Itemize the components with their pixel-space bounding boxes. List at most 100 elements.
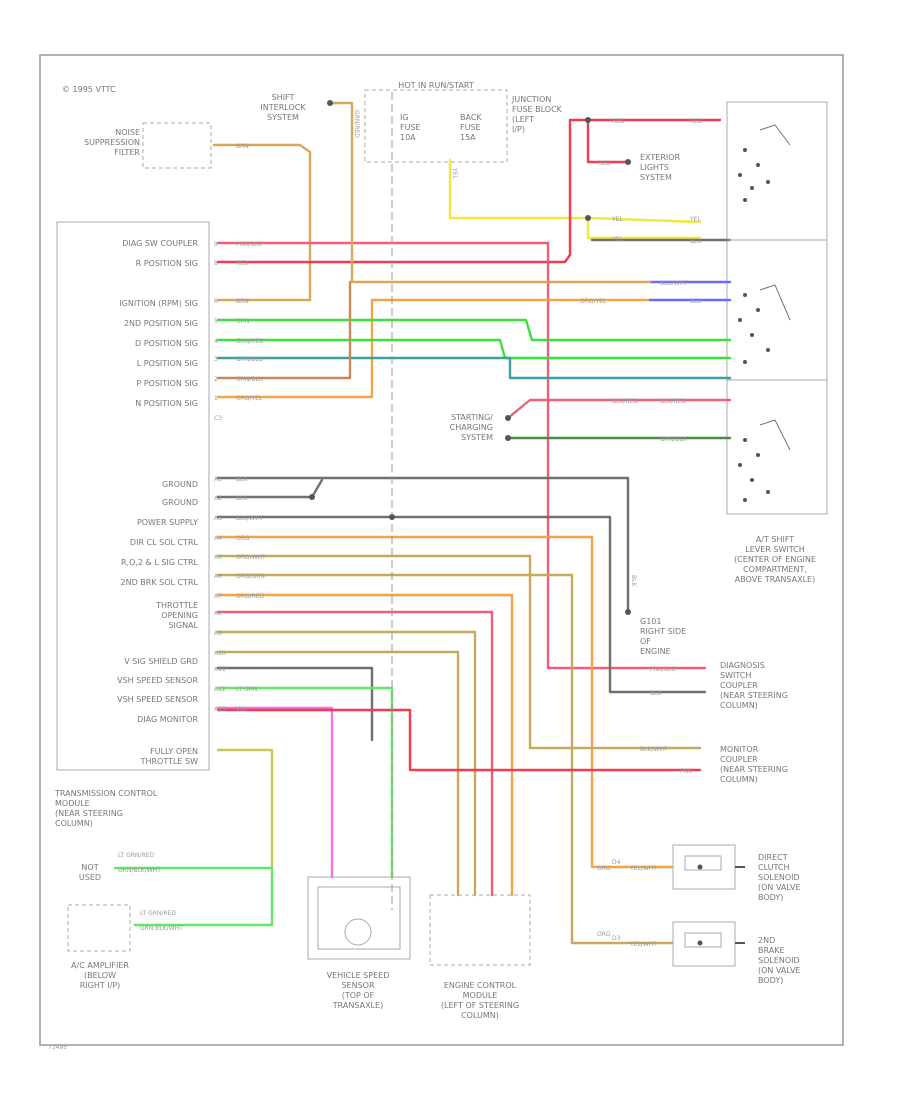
- wl-blk-wht-mon: BLK/WHT: [640, 746, 668, 753]
- copyright-text: © 1995 VTTC: [62, 85, 116, 94]
- shift-switch-box: [726, 101, 828, 515]
- wl-yel-3: YEL: [611, 236, 623, 243]
- wl-org-yel: ORG/YEL: [236, 395, 263, 402]
- vss-box: [307, 876, 411, 960]
- wire-grn-red-d: [216, 338, 732, 360]
- wl-grn: GRN: [236, 318, 249, 325]
- tcm-pin-11: POWER SUPPLY: [137, 518, 198, 527]
- dc-solenoid-box: [672, 844, 736, 890]
- wl-yel-2: YEL: [689, 216, 701, 223]
- wire-thr-1: [216, 593, 514, 897]
- tcm-pin-14: 2ND BRK SOL CTRL: [121, 578, 199, 587]
- pin-tag-p13: A5: [214, 554, 222, 561]
- wl-blk-2: BLK: [236, 495, 248, 502]
- wl-lt-grn-red: LT GRN/RED: [118, 852, 154, 859]
- tcm-pin-1: DIAG SW COUPLER: [122, 239, 198, 248]
- wire-blk-ground-2: [216, 478, 324, 499]
- pin-tag-p14: A6: [214, 573, 222, 580]
- wl-blk-vert: BLK: [630, 575, 637, 587]
- pin-tag-p11: A3: [214, 515, 222, 522]
- tcm-pin-16: V SIG SHIELD GRD: [124, 657, 198, 666]
- wl-yel-vert: YEL: [451, 167, 458, 179]
- wl-pnk-blk: PNK/BLK: [236, 241, 263, 248]
- pin-tag-p8: 1: [214, 395, 218, 402]
- switch-arm-1: [759, 124, 791, 146]
- wl-grn-blu: GRN/BLU: [236, 356, 263, 363]
- tcm-pin-12: DIR CL SOL CTRL: [130, 538, 199, 547]
- wire-thr-2: [216, 610, 494, 897]
- wire-org-dircl: [216, 535, 674, 869]
- wl-brn: BRN: [236, 298, 249, 305]
- wire-fot: [216, 748, 274, 870]
- ac-amplifier-box: [67, 904, 131, 952]
- dc-solenoid-coil-icon: [684, 855, 722, 871]
- wl-lt-grn: LT GRN: [236, 686, 257, 693]
- wl-grn-blk-start: GRN/BLK: [660, 436, 688, 443]
- wl-red-top: RED: [612, 118, 625, 125]
- pin-tag-p17: A9: [214, 630, 222, 637]
- wl-org-dc: ORG: [597, 865, 611, 872]
- node-start-2: [505, 435, 511, 441]
- pin-tag-sol-b: D3: [612, 935, 621, 942]
- vss-sensor-icon: [344, 918, 372, 946]
- node-dc: [697, 864, 703, 870]
- footer-code: 73495: [48, 1044, 67, 1051]
- tcm-box: [56, 221, 210, 771]
- brake-solenoid-box: [672, 921, 736, 967]
- pin-tag-p19: A11: [214, 666, 226, 673]
- wire-ac-amp: [133, 866, 274, 927]
- tcm-pin-2: R POSITION SIG: [136, 259, 198, 268]
- wire-grn-blk-l: [216, 356, 732, 380]
- switch-arm-2: [759, 284, 791, 321]
- wire-shift-interlock: [328, 101, 354, 192]
- pin-tag-p12: A4: [214, 535, 222, 542]
- node-red: [585, 117, 591, 123]
- wire-grn-blk-p: [216, 280, 352, 380]
- wl-brn-filter: BRN: [236, 143, 249, 150]
- wl-yel-wht-dc: YEL/WHT: [629, 865, 657, 872]
- wl-org-yel-r: ORG/YEL: [580, 298, 607, 305]
- tcm-pin-7: P POSITION SIG: [136, 379, 198, 388]
- shift-switch-contacts-icon: [738, 148, 770, 502]
- pin-tag-p7: 2: [214, 376, 218, 383]
- pin-tag-p16: A8: [214, 610, 222, 617]
- tcm-pin-3: IGNITION (RPM) SIG: [119, 299, 198, 308]
- pin-tag-p1: 9: [214, 241, 218, 248]
- wl-blu-wht: BLU/WHT: [660, 280, 688, 287]
- wl-yel-wht-br: YEL/WHT: [629, 941, 657, 948]
- tcm-pin-18: VSH SPEED SENSOR: [117, 695, 198, 704]
- pin-tag-p6: 3: [214, 356, 218, 363]
- wl-brn-vert: GRN/RED: [353, 110, 360, 138]
- wl-blk-red-2: BLK/RED: [612, 398, 638, 405]
- junction-fuse-box: [364, 89, 508, 163]
- wire-org-yel: [216, 298, 652, 399]
- hot-in-run-label: HOT IN RUN/START: [398, 81, 474, 90]
- tcm-pin-10: GROUND: [162, 498, 198, 507]
- wire-grn-blu-left: [350, 188, 652, 284]
- wire-pnk-monitor: [216, 708, 702, 772]
- pin-tag-p9: A1: [214, 476, 222, 483]
- wl-grn-red: GRN/RED: [236, 338, 264, 345]
- wire-brn-filter: [212, 143, 312, 302]
- pin-tag-p18: A10: [214, 650, 226, 657]
- tcm-pin-5: D POSITION SIG: [135, 339, 198, 348]
- wire-blk-red-start: [506, 398, 732, 420]
- wire-lt-grn: [216, 686, 394, 879]
- wire-yel-fuse: [448, 158, 702, 224]
- wire-red-ext: [586, 118, 630, 164]
- wl-grn-blk-wht: GRN/BLK/WHT: [118, 867, 161, 874]
- pin-tag-p21: A13: [214, 706, 226, 713]
- tcm-pin-19: DIAG MONITOR: [137, 715, 198, 724]
